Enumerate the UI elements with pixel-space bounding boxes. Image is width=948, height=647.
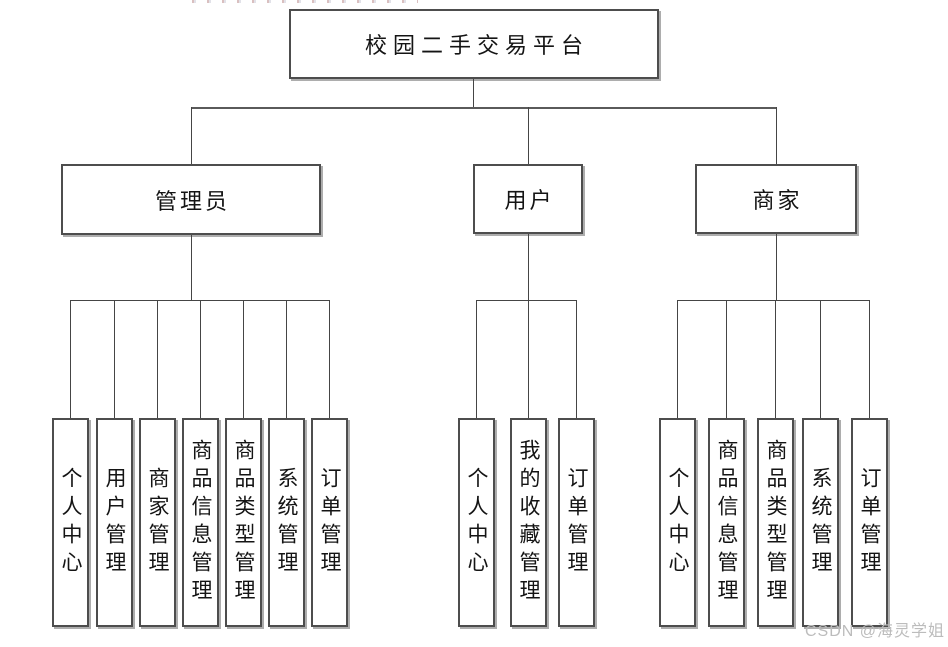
node-root: 校园二手交易平台: [289, 9, 659, 79]
leaf-admin-user-mgmt: 用户管理: [96, 418, 133, 627]
connector-admin-leaf6: [286, 300, 287, 418]
leaf-label: 商品信息管理: [715, 438, 738, 607]
connector-merchant-leaf2: [726, 300, 727, 418]
leaf-admin-product-info-mgmt: 商品信息管理: [182, 418, 219, 627]
leaf-admin-order-mgmt: 订单管理: [311, 418, 348, 627]
connector-user-rail: [476, 300, 577, 301]
leaf-admin-product-type-mgmt: 商品类型管理: [225, 418, 262, 627]
leaf-label: 我的收藏管理: [517, 438, 540, 607]
connector-admin-leaf3: [157, 300, 158, 418]
connector-user-leaf2: [528, 300, 529, 418]
leaf-admin-merchant-mgmt: 商家管理: [139, 418, 176, 627]
leaf-label: 订单管理: [318, 466, 341, 579]
connector-merchant-leaf3: [775, 300, 776, 418]
leaf-label: 系统管理: [809, 466, 832, 579]
leaf-admin-personal-center: 个人中心: [52, 418, 89, 627]
connector-merchant-leaf1: [677, 300, 678, 418]
leaf-merchant-product-info-mgmt: 商品信息管理: [708, 418, 745, 627]
connector-merchant-stem: [776, 234, 777, 300]
leaf-label: 个人中心: [465, 466, 488, 579]
connector-user-stem: [528, 234, 529, 300]
leaf-user-order-mgmt: 订单管理: [558, 418, 595, 627]
leaf-label: 个人中心: [666, 466, 689, 579]
leaf-label: 订单管理: [565, 466, 588, 579]
leaf-merchant-order-mgmt: 订单管理: [851, 418, 888, 627]
leaf-label: 个人中心: [59, 466, 82, 579]
connector-merchant-leaf5: [869, 300, 870, 418]
connector-merchant-leaf4: [820, 300, 821, 418]
node-admin: 管理员: [61, 164, 321, 235]
connector-admin-leaf7: [329, 300, 330, 418]
clipped-text-fragment: [192, 0, 418, 3]
leaf-user-personal-center: 个人中心: [458, 418, 495, 627]
connector-admin-leaf1: [70, 300, 71, 418]
connector-drop-merchant: [776, 107, 777, 164]
leaf-label: 商品类型管理: [232, 438, 255, 607]
leaf-user-favorites-mgmt: 我的收藏管理: [510, 418, 547, 627]
leaf-label: 用户管理: [103, 466, 126, 579]
connector-admin-stem: [191, 235, 192, 300]
leaf-label: 系统管理: [275, 466, 298, 579]
connector-admin-leaf2: [114, 300, 115, 418]
leaf-label: 订单管理: [858, 466, 881, 579]
connector-drop-user: [528, 107, 529, 164]
connector-drop-admin: [191, 107, 192, 164]
connector-root-drop: [473, 79, 474, 108]
leaf-label: 商家管理: [146, 466, 169, 579]
leaf-admin-system-mgmt: 系统管理: [268, 418, 305, 627]
leaf-label: 商品类型管理: [764, 438, 787, 607]
csdn-watermark: CSDN @海灵学姐: [804, 623, 945, 640]
leaf-label: 商品信息管理: [189, 438, 212, 607]
leaf-merchant-system-mgmt: 系统管理: [802, 418, 839, 627]
connector-admin-leaf5: [243, 300, 244, 418]
node-user-label: 用户: [504, 188, 555, 213]
connector-user-leaf1: [476, 300, 477, 418]
connector-merchant-rail: [677, 300, 870, 301]
connector-level1-rail: [191, 107, 777, 109]
leaf-merchant-personal-center: 个人中心: [659, 418, 696, 627]
node-merchant-label: 商家: [752, 188, 803, 213]
node-merchant: 商家: [695, 164, 857, 234]
leaf-merchant-product-type-mgmt: 商品类型管理: [757, 418, 794, 627]
connector-admin-leaf4: [200, 300, 201, 418]
node-root-label: 校园二手交易平台: [364, 33, 589, 58]
node-admin-label: 管理员: [154, 188, 230, 214]
connector-user-leaf3: [576, 300, 577, 418]
node-user: 用户: [473, 164, 583, 234]
